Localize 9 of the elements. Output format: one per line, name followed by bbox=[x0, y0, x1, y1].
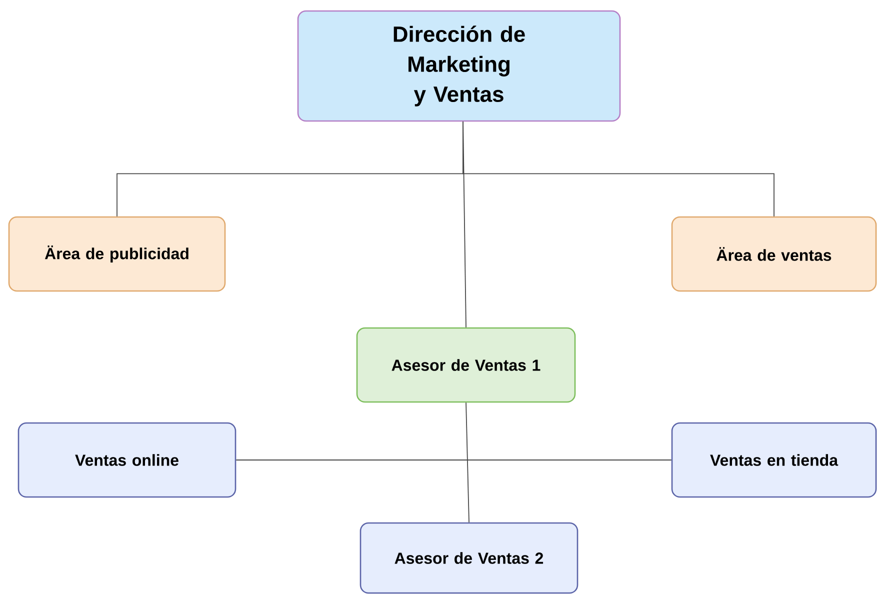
title-box: Dirección de Marketing y Ventas bbox=[297, 10, 621, 122]
role-box: Asesor de Ventas 1 bbox=[356, 327, 576, 403]
connector-line bbox=[466, 402, 470, 523]
role-box: Asesor de Ventas 2 bbox=[360, 522, 578, 594]
channel-box: Ventas en tienda bbox=[671, 422, 877, 498]
department-box: Ärea de ventas bbox=[671, 216, 877, 292]
connector-line bbox=[462, 121, 466, 328]
channel-box: Ventas online bbox=[18, 422, 236, 498]
department-box: Ärea de publicidad bbox=[8, 216, 226, 292]
